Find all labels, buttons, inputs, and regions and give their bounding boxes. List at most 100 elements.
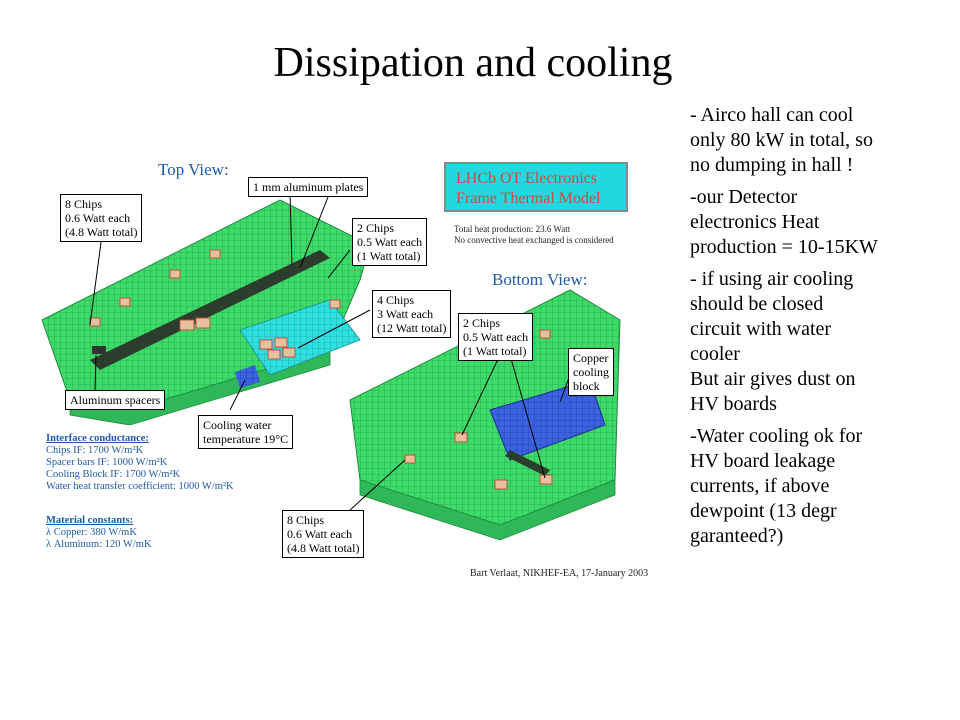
leader-line xyxy=(509,354,546,479)
bullet-2: -our Detector electronics Heat productio… xyxy=(690,185,952,260)
author-credit: Bart Verlaat, NIKHEF-EA, 17-January 2003 xyxy=(470,568,649,579)
bullet-line: HV board leakage xyxy=(690,450,836,472)
cooling-water-blue xyxy=(235,365,260,388)
bullet-line: only 80 kW in total, so xyxy=(690,129,873,151)
bullet-line: no dumping in hall ! xyxy=(690,154,854,176)
bullet-list: - Airco hall can cool only 80 kW in tota… xyxy=(690,103,952,556)
chip xyxy=(209,249,221,259)
model-title-line1: LHCb OT Electronics xyxy=(456,170,598,187)
callout-line: (4.8 Watt total) xyxy=(65,225,138,239)
callout-8-chips-top: 8 Chips 0.6 Watt each (4.8 Watt total) xyxy=(60,194,143,242)
bullet-line: production = 10-15KW xyxy=(690,236,878,258)
callout-line: cooling xyxy=(573,365,609,379)
material-constants: Material constants: λ Copper: 380 W/mK λ… xyxy=(46,515,152,551)
interface-heading: Interface conductance: xyxy=(46,433,149,444)
callout-line: 3 Watt each xyxy=(377,307,434,321)
leader-line xyxy=(297,309,371,349)
leader-line xyxy=(461,354,501,436)
callout-line: Cooling water xyxy=(203,418,272,432)
callout-line: (12 Watt total) xyxy=(377,321,447,335)
bottom-cooling-bar xyxy=(505,450,550,476)
bullet-line: But air gives dust on xyxy=(690,368,856,390)
callout-aluminum-plates: 1 mm aluminum plates xyxy=(248,177,369,197)
thermal-model-figure: Top View: Bottom View: LHCb OT Electroni… xyxy=(30,150,650,590)
bullet-line: circuit with water xyxy=(690,318,832,340)
chip xyxy=(404,454,416,464)
callout-copper-block: Copper cooling block xyxy=(568,348,614,396)
chip xyxy=(179,319,195,331)
leader-line xyxy=(94,354,97,391)
leader-line xyxy=(289,191,293,266)
callout-cooling-water: Cooling water temperature 19°C xyxy=(198,415,294,449)
slide-title: Dissipation and cooling xyxy=(273,40,673,86)
callout-line: temperature 19°C xyxy=(203,432,289,446)
top-cooling-bar xyxy=(90,250,330,370)
leader-line xyxy=(229,379,246,411)
top-view-label: Top View: xyxy=(158,160,229,179)
callout-4-chips: 4 Chips 3 Watt each (12 Watt total) xyxy=(372,290,452,338)
chip xyxy=(89,317,101,327)
callout-line: block xyxy=(573,379,600,393)
leader-line xyxy=(299,191,331,269)
chip xyxy=(539,474,553,485)
bullet-line: should be closed xyxy=(690,293,824,315)
callout-line: Copper xyxy=(573,351,609,365)
callout-line: 2 Chips xyxy=(357,221,395,235)
bottom-view-label: Bottom View: xyxy=(492,270,588,289)
callout-line: (1 Watt total) xyxy=(463,344,527,358)
callout-8-chips-bottom: 8 Chips 0.6 Watt each (4.8 Watt total) xyxy=(282,510,365,558)
aluminum-spacer xyxy=(92,346,106,354)
bullet-line: -our Detector xyxy=(690,186,798,208)
callout-2-chips-top: 2 Chips 0.5 Watt each (1 Watt total) xyxy=(352,218,428,266)
bullet-line: currents, if above xyxy=(690,475,830,497)
bullet-line: dewpoint (13 degr xyxy=(690,500,837,522)
leader-line xyxy=(327,249,351,279)
callout-2-chips-bottom: 2 Chips 0.5 Watt each (1 Watt total) xyxy=(458,313,534,361)
chip xyxy=(195,317,211,329)
bullet-3: - if using air cooling should be closed … xyxy=(690,267,952,417)
chip xyxy=(539,329,551,339)
bullet-line: cooler xyxy=(690,343,740,365)
callout-line: 0.6 Watt each xyxy=(287,527,353,541)
chip xyxy=(119,297,131,307)
no-convective-note: No convective heat exchanged is consider… xyxy=(454,235,614,245)
chip xyxy=(259,339,273,350)
thermal-model-drawing xyxy=(41,191,621,541)
bullet-line: electronics Heat xyxy=(690,211,820,233)
bullet-line: garanteed?) xyxy=(690,525,784,547)
top-view-plate-lower xyxy=(69,349,331,426)
interface-conductance: Interface conductance: Chips IF: 1700 W/… xyxy=(46,433,234,493)
bullet-line: -Water cooling ok for xyxy=(690,425,863,447)
material-heading: Material constants: xyxy=(46,515,134,526)
material-line: λ Copper: 380 W/mK xyxy=(46,527,137,538)
chip xyxy=(169,269,181,279)
leader-line xyxy=(89,234,103,326)
copper-cooling-block xyxy=(489,379,606,461)
chip xyxy=(494,479,508,490)
model-title-line2: Frame Thermal Model xyxy=(456,190,601,207)
bullet-line: HV boards xyxy=(690,393,777,415)
chip xyxy=(454,432,468,443)
callout-line: (1 Watt total) xyxy=(357,249,421,263)
leader-line xyxy=(349,459,406,511)
interface-line: Spacer bars IF: 1000 W/m²K xyxy=(46,457,168,468)
callout-line: 0.5 Watt each xyxy=(463,330,529,344)
chip xyxy=(274,337,288,348)
callout-line: 8 Chips xyxy=(287,513,325,527)
callout-line: 8 Chips xyxy=(65,197,103,211)
interface-line: Cooling Block IF: 1700 W/m²K xyxy=(46,469,181,480)
chip xyxy=(329,299,341,309)
chip xyxy=(282,347,296,358)
material-line: λ Aluminum: 120 W/mK xyxy=(46,539,152,550)
interface-line: Chips IF: 1700 W/m²K xyxy=(46,445,144,456)
total-heat-note: Total heat production: 23.6 Watt xyxy=(454,224,571,234)
bottom-view-plate-lower xyxy=(359,479,616,541)
callout-line: 0.5 Watt each xyxy=(357,235,423,249)
callout-line: 2 Chips xyxy=(463,316,501,330)
chip xyxy=(267,349,281,360)
bullet-4: -Water cooling ok for HV board leakage c… xyxy=(690,424,952,549)
bullet-line: - Airco hall can cool xyxy=(690,104,854,126)
callout-aluminum-spacers: Aluminum spacers xyxy=(65,390,166,410)
callout-line: 0.6 Watt each xyxy=(65,211,131,225)
callout-line: 4 Chips xyxy=(377,293,415,307)
